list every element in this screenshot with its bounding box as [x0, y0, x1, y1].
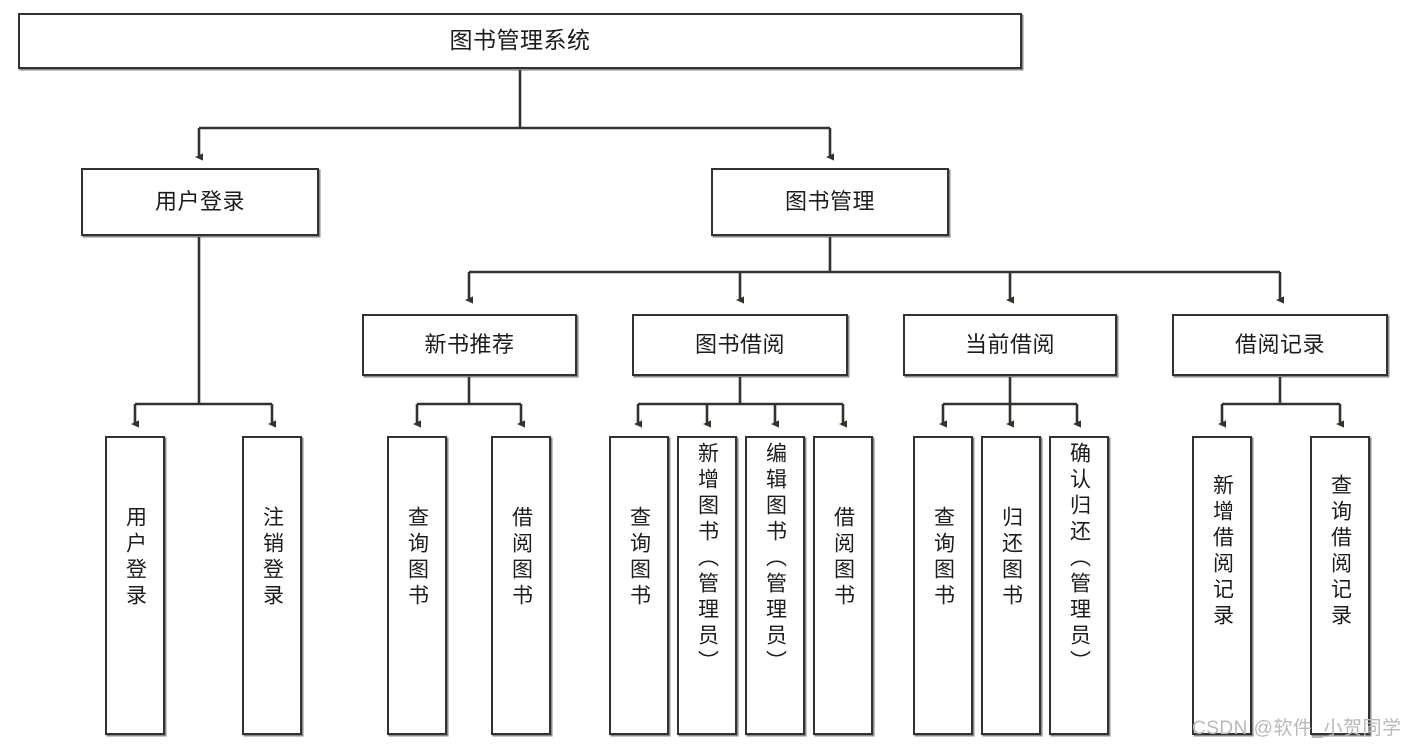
node-label: 用户登录 — [154, 188, 245, 214]
node-label: 新增借阅记录 — [1210, 474, 1234, 630]
leaf-query-book-current[interactable]: 查询图书 — [913, 436, 973, 735]
node-label: 借阅图书 — [831, 506, 855, 610]
leaf-query-book-recommend[interactable]: 查询图书 — [387, 436, 447, 735]
node-current-borrow[interactable]: 当前借阅 — [903, 314, 1117, 376]
node-book-management-system[interactable]: 图书管理系统 — [18, 13, 1022, 69]
leaf-query-book-borrow[interactable]: 查询图书 — [609, 436, 669, 735]
leaf-borrow-book[interactable]: 借阅图书 — [813, 436, 873, 735]
node-label: 查询图书 — [627, 506, 651, 610]
node-label: 图书借阅 — [694, 331, 785, 357]
node-label: 用户登录 — [123, 506, 147, 610]
node-label: 借阅图书 — [509, 506, 533, 610]
node-label: 新增图书（管理员） — [695, 442, 719, 676]
node-label: 借阅记录 — [1234, 331, 1325, 357]
node-label: 归还图书 — [999, 506, 1023, 610]
csdn-watermark: CSDN @软件_小贺同学 — [1192, 713, 1401, 740]
leaf-query-borrow-record[interactable]: 查询借阅记录 — [1310, 436, 1370, 735]
node-label: 图书管理系统 — [449, 27, 591, 54]
node-label: 注销登录 — [260, 506, 284, 610]
leaf-logout[interactable]: 注销登录 — [242, 436, 302, 735]
leaf-confirm-return-admin[interactable]: 确认归还（管理员） — [1049, 436, 1109, 735]
node-label: 查询借阅记录 — [1328, 474, 1352, 630]
node-borrow-record[interactable]: 借阅记录 — [1172, 314, 1388, 376]
leaf-add-book-admin[interactable]: 新增图书（管理员） — [677, 436, 737, 735]
node-label: 查询图书 — [931, 506, 955, 610]
node-label: 当前借阅 — [964, 331, 1055, 357]
leaf-return-book[interactable]: 归还图书 — [981, 436, 1041, 735]
node-label: 图书管理 — [784, 188, 875, 214]
node-book-management[interactable]: 图书管理 — [711, 168, 949, 236]
node-user-login[interactable]: 用户登录 — [81, 168, 319, 236]
node-book-borrow[interactable]: 图书借阅 — [632, 314, 848, 376]
leaf-borrow-book-recommend[interactable]: 借阅图书 — [491, 436, 551, 735]
leaf-user-login[interactable]: 用户登录 — [105, 436, 165, 735]
node-label: 编辑图书（管理员） — [763, 442, 787, 676]
node-label: 新书推荐 — [424, 331, 515, 357]
watermark-text: CSDN @软件_小贺同学 — [1192, 718, 1402, 739]
node-label: 确认归还（管理员） — [1067, 442, 1091, 676]
node-label: 查询图书 — [405, 506, 429, 610]
leaf-add-borrow-record[interactable]: 新增借阅记录 — [1192, 436, 1252, 735]
node-new-book-recommend[interactable]: 新书推荐 — [362, 314, 577, 376]
leaf-edit-book-admin[interactable]: 编辑图书（管理员） — [745, 436, 805, 735]
